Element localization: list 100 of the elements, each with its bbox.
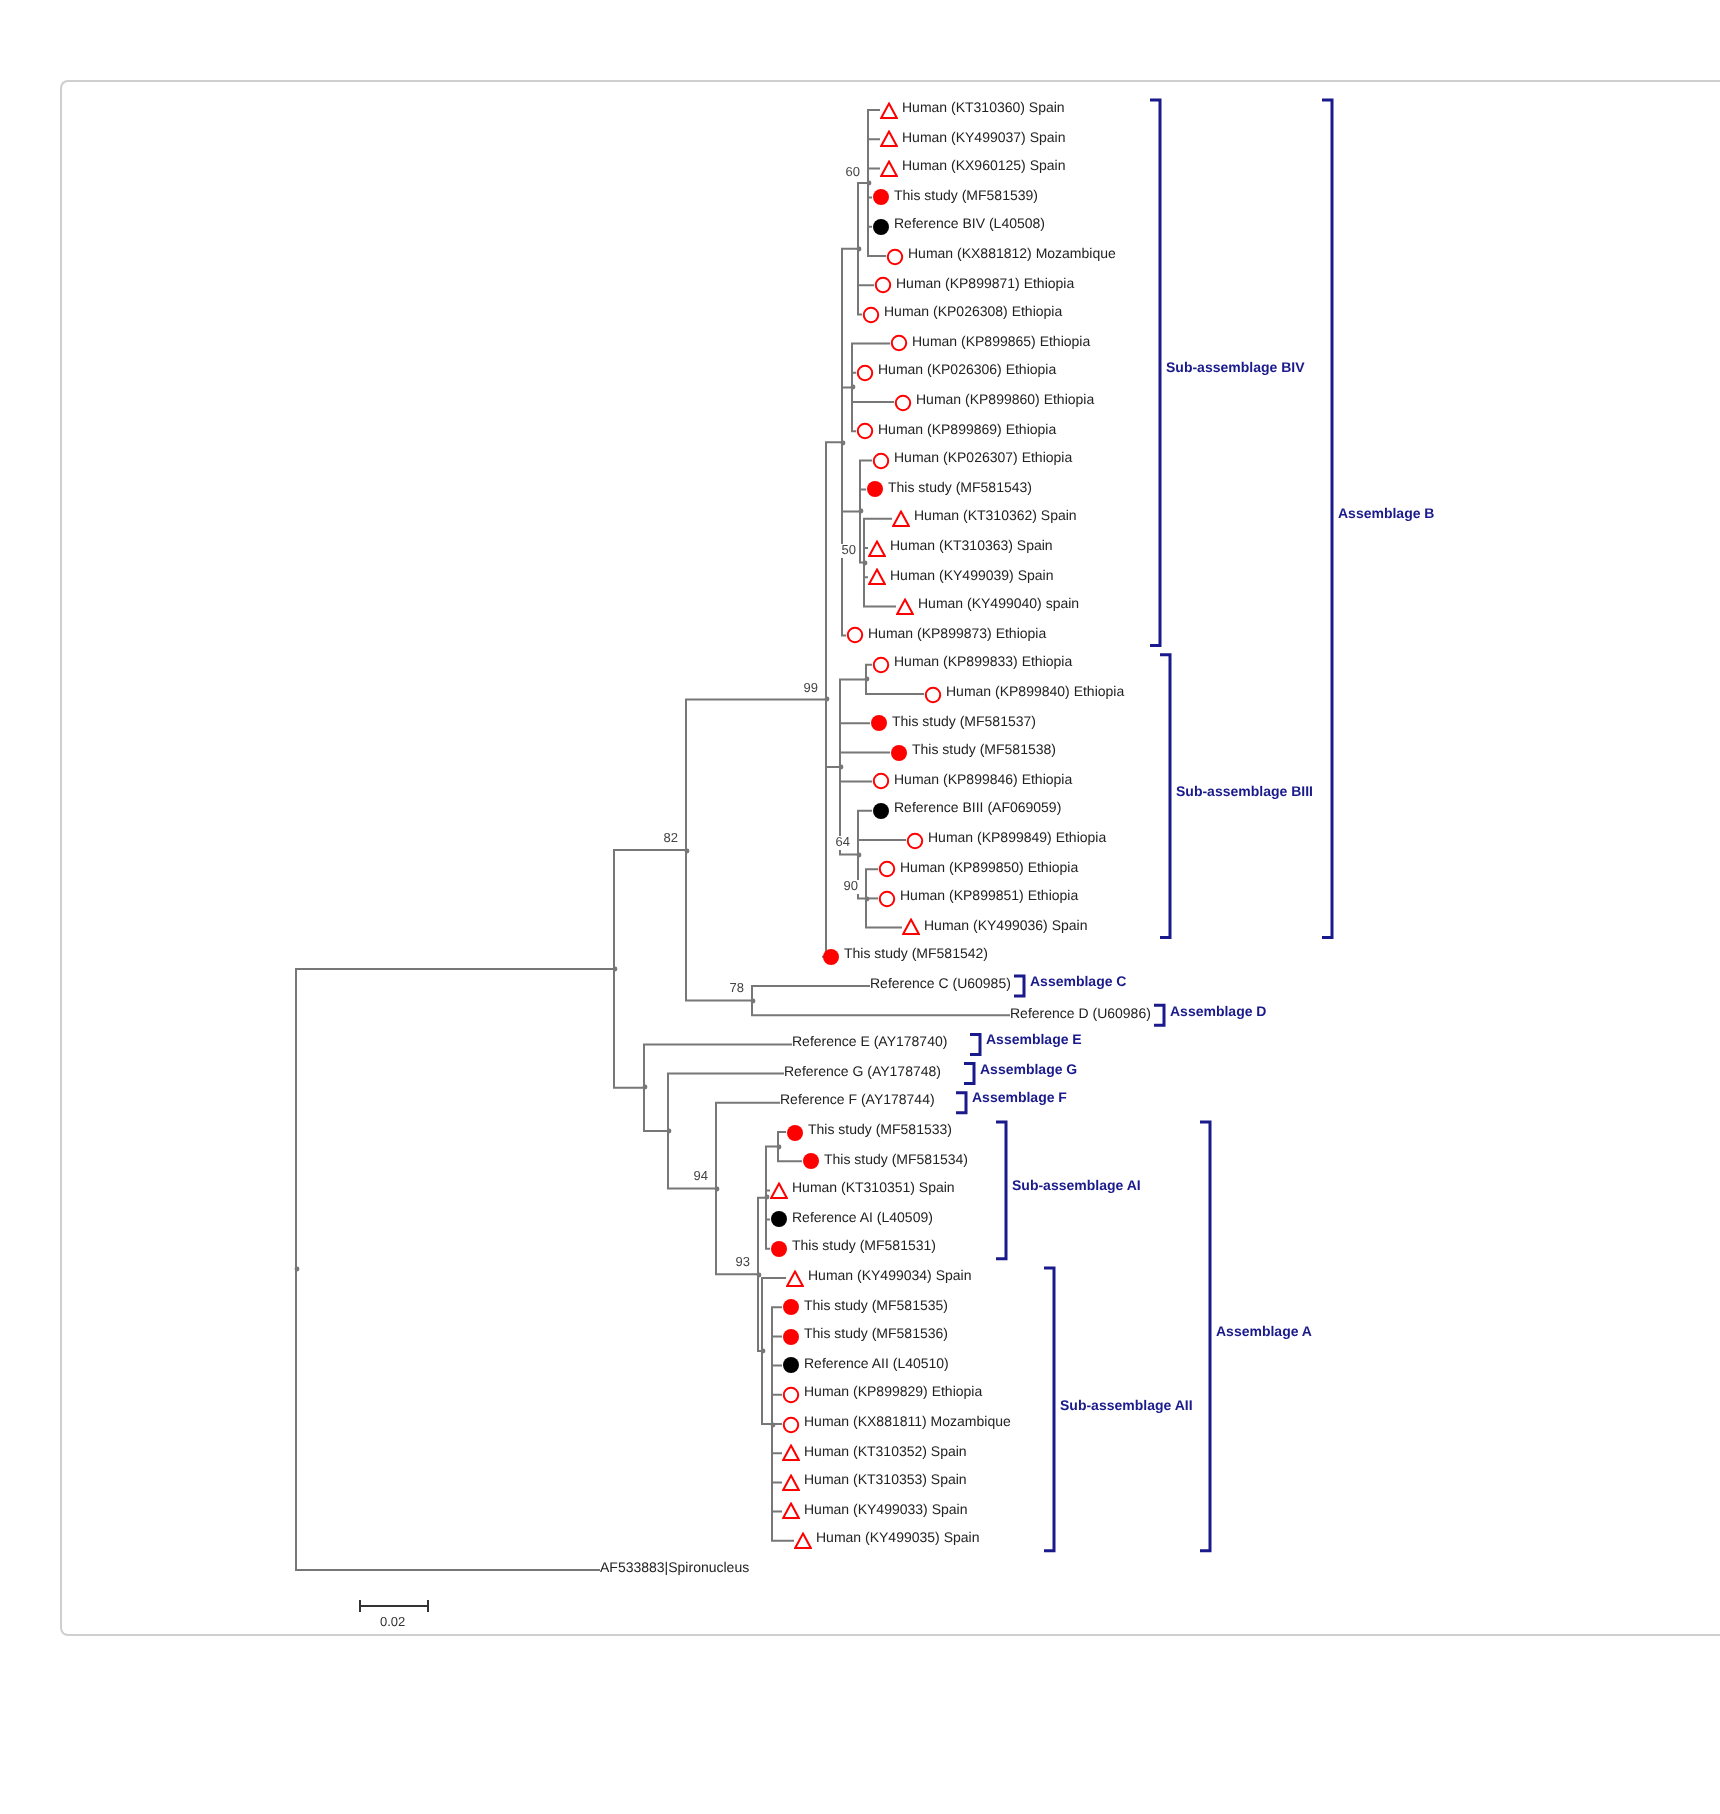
open-circle-marker: [924, 685, 942, 703]
tree-branch: [295, 967, 615, 1271]
tree-branch: [761, 1350, 773, 1425]
tree-branch: [857, 839, 907, 856]
tree-branch: [757, 1196, 767, 1276]
tree-branch: [777, 1131, 787, 1148]
tree-branch: [857, 182, 869, 250]
open-circle-marker: [878, 889, 896, 908]
open-circle-marker: [886, 247, 904, 265]
branch-node: [855, 245, 861, 252]
filled-circle-marker: [782, 1327, 800, 1346]
triangle-marker: [770, 1181, 788, 1200]
tree-branch: [867, 182, 887, 257]
branch-node: [865, 180, 871, 186]
tree-branch: [865, 678, 925, 695]
filled-circle-marker: [822, 947, 840, 966]
tree-branch: [751, 985, 871, 1002]
triangle-marker: [902, 918, 920, 937]
branch-node: [849, 384, 855, 391]
tree-branch: [643, 1043, 793, 1089]
triangle-marker: [892, 509, 910, 528]
tree-branch: [613, 967, 645, 1089]
branch-node: [749, 997, 755, 1004]
tree-branch: [667, 1072, 785, 1133]
tree-branch: [865, 663, 873, 681]
open-circle-marker: [872, 451, 890, 470]
tree-branch: [757, 1273, 763, 1352]
branch-node: [863, 895, 869, 902]
tree-branch: [865, 868, 879, 900]
tree-branch: [857, 247, 863, 316]
branch-node: [839, 439, 845, 446]
triangle-marker: [868, 539, 886, 557]
open-circle-marker: [874, 276, 892, 295]
tree-branch: [859, 510, 865, 564]
branch-node: [763, 1194, 769, 1201]
filled-circle-marker: [770, 1210, 788, 1229]
filled-circle-marker: [872, 217, 890, 236]
branch-node: [823, 696, 829, 703]
tree-branch: [295, 1268, 601, 1571]
open-circle-marker: [862, 305, 880, 324]
filled-circle-marker: [890, 743, 908, 762]
tree-branch: [685, 698, 827, 852]
tree-branch: [863, 561, 897, 608]
filled-circle-marker: [872, 188, 890, 207]
filled-circle-marker: [782, 1356, 800, 1375]
branch-node: [861, 559, 867, 566]
tree-branch: [715, 1187, 759, 1276]
tree-branch: [839, 766, 859, 856]
tree-branch: [867, 167, 881, 184]
filled-circle-marker: [870, 714, 888, 733]
branch-node: [293, 1266, 299, 1273]
tree-branch: [771, 1423, 795, 1542]
open-circle-marker: [906, 831, 924, 849]
triangle-marker: [794, 1531, 812, 1550]
tree-branch: [765, 1196, 771, 1250]
branch-node: [755, 1271, 761, 1278]
triangle-marker: [782, 1502, 800, 1521]
branch-node: [775, 1143, 781, 1150]
branch-node: [837, 764, 843, 770]
branch-node: [759, 1348, 765, 1354]
open-circle-marker: [856, 363, 874, 382]
tree-branch: [839, 751, 891, 768]
open-circle-marker: [872, 772, 890, 791]
open-circle-marker: [872, 655, 890, 674]
branch-node: [863, 676, 869, 683]
tree-branch: [715, 1101, 781, 1190]
open-circle-marker: [846, 626, 864, 645]
open-circle-marker: [856, 422, 874, 441]
filled-circle-marker: [786, 1123, 804, 1141]
open-circle-marker: [782, 1415, 800, 1433]
branch-node: [641, 1084, 647, 1091]
branch-node: [857, 508, 863, 515]
open-circle-marker: [890, 334, 908, 353]
tree-branch: [667, 1130, 717, 1190]
filled-circle-marker: [802, 1152, 820, 1171]
tree-branch: [751, 999, 1011, 1017]
filled-circle-marker: [782, 1298, 800, 1317]
tree-branch: [825, 441, 843, 701]
branch-node: [611, 965, 617, 972]
triangle-marker: [782, 1444, 800, 1463]
tree-branch: [643, 1086, 669, 1133]
tree-branch: [841, 441, 847, 637]
tree-branch: [841, 386, 853, 444]
triangle-marker: [782, 1473, 800, 1492]
tree-branch: [777, 1145, 803, 1163]
triangle-marker: [880, 159, 898, 178]
tree-branch: [851, 386, 857, 433]
filled-circle-marker: [866, 480, 884, 499]
branch-node: [665, 1128, 671, 1135]
triangle-marker: [880, 130, 898, 149]
tree-branch: [821, 698, 827, 958]
branch-node: [713, 1185, 719, 1192]
tree-branch: [865, 897, 903, 929]
tree-branch: [857, 853, 867, 900]
filled-circle-marker: [872, 801, 890, 820]
tree-branch: [859, 488, 867, 513]
open-circle-marker: [782, 1385, 800, 1404]
open-circle-marker: [894, 393, 912, 411]
triangle-marker: [896, 597, 914, 616]
open-circle-marker: [878, 860, 896, 879]
